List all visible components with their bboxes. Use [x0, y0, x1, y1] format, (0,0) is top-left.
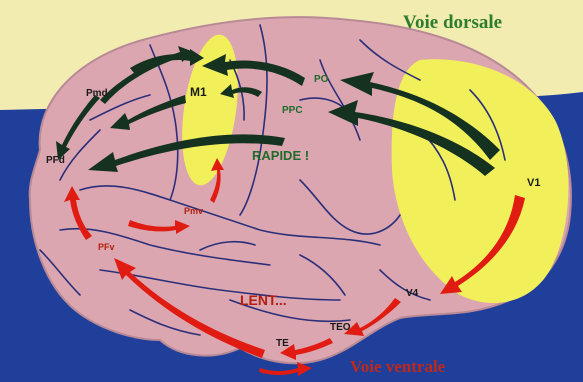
label-v1: V1 [527, 177, 540, 189]
label-pmd: Pmd [86, 88, 108, 99]
label-pfv: PFv [98, 242, 115, 252]
label-pfd: PFd [46, 155, 65, 166]
label-m1: M1 [190, 85, 207, 99]
label-rapide: RAPIDE ! [252, 148, 309, 163]
label-te: TE [276, 338, 289, 349]
label-lent: LENT... [240, 292, 287, 308]
label-v4: V4 [406, 288, 419, 299]
label-ppc: PPC [282, 105, 303, 116]
label-pmv: Pmv [184, 206, 203, 216]
dorsal-title: Voie dorsale [403, 12, 502, 33]
label-teo: TEO [330, 322, 351, 333]
label-po: PO [314, 74, 329, 85]
ventral-title: Voie ventrale [350, 357, 446, 376]
